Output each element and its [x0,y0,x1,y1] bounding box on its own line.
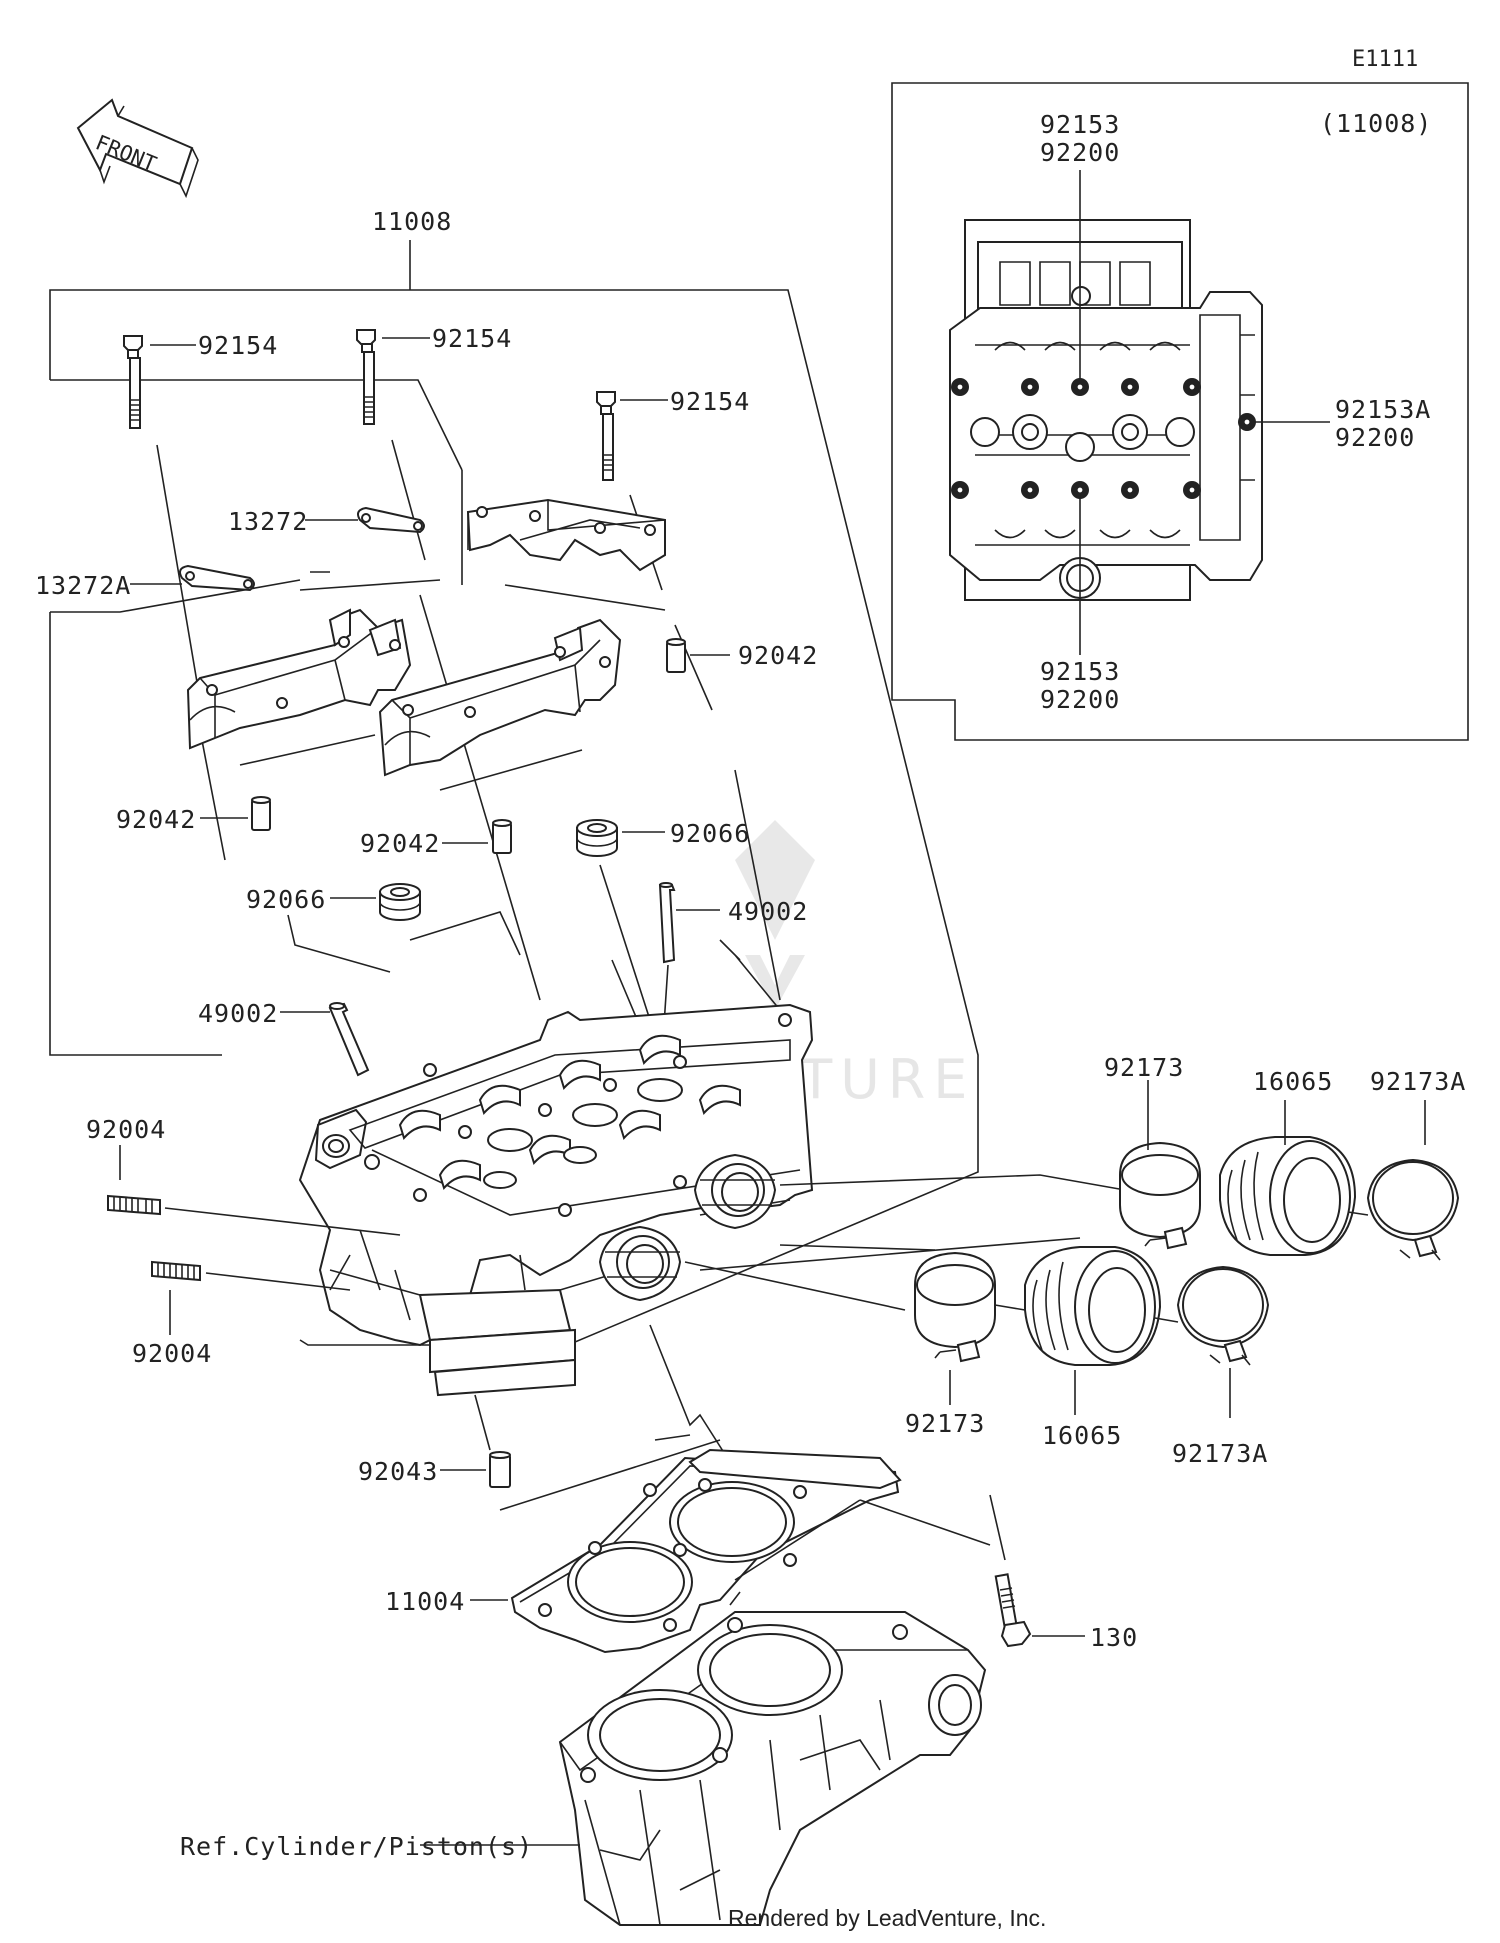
clamp-92173a-top: 92173A [1366,1067,1466,1261]
boot-16065-top: 16065 [1219,1067,1357,1256]
clamp-92173-top: 92173 [1104,1053,1201,1250]
plate-13272a: 13272A [35,564,255,600]
leader-intake-top-boot [699,1237,1081,1271]
intake-port-front [598,1225,682,1302]
callout-92173a-bot: 92173A [1172,1439,1268,1468]
cylinder-head-top-view [949,219,1263,601]
dowel-92042-b: 92042 [360,819,512,858]
callout-92200-top: 92200 [1040,138,1120,167]
leader-bolt-b [391,439,541,1001]
callout-92154-b: 92154 [432,324,512,353]
head-bolt-92154-a: 92154 [123,331,278,429]
footer-credit: Rendered by LeadVenture, Inc. [728,1905,1046,1931]
stud-92004-a: 92004 [86,1115,401,1236]
cam-cap-right [466,498,666,572]
callout-92153-bot: 92153 [1040,657,1120,686]
front-arrow-icon: FRONT [76,98,199,199]
callout-49002-b: 49002 [728,897,808,926]
callout-92153-top: 92153 [1040,110,1120,139]
head-gasket-11004: 11004 [385,1448,902,1654]
valve-guide-49002-a: 49002 [198,999,370,1077]
boot-16065-bot: 16065 [1024,1246,1162,1450]
callout-16065-top: 16065 [1253,1067,1333,1096]
callout-92173a-top: 92173A [1370,1067,1466,1096]
callout-130: 130 [1090,1623,1138,1652]
callout-92153a: 92153A [1335,395,1431,424]
inset-assembly-ref: (11008) [1320,109,1432,138]
leader-cam-cap-left [239,734,376,766]
callout-92042-c: 92042 [738,641,818,670]
leader-seal-b [599,864,781,1063]
diagram-code: E1111 [1352,47,1418,72]
callout-16065-bot: 16065 [1042,1421,1122,1450]
inset-panel: (11008) [891,82,1469,741]
callout-92004-a: 92004 [86,1115,166,1144]
leader-seal-a [287,911,521,973]
dowel-92042-c: 92042 [666,638,818,673]
seal-92066-b: 92066 [576,819,750,857]
callout-92042-a: 92042 [116,805,196,834]
valve-guide-49002-b: 49002 [658,882,808,964]
head-bolt-92154-c: 92154 [596,387,750,481]
leader-cam-cap-right [504,584,666,611]
callout-13272a: 13272A [35,571,131,600]
callout-13272: 13272 [228,507,308,536]
leader-bolt-a [156,444,226,861]
callout-92200-mid: 92200 [1335,423,1415,452]
callout-92200-bot: 92200 [1040,685,1120,714]
assembly-bracket-11008: 11008 [49,207,979,1346]
callout-49002-a: 49002 [198,999,278,1028]
callout-92173-bot: 92173 [905,1409,985,1438]
cylinder-block-reference: Ref.Cylinder/Piston(s) [180,1499,991,1926]
callout-11008: 11008 [372,207,452,236]
callout-11004: 11004 [385,1587,465,1616]
callout-ref-cylinder: Ref.Cylinder/Piston(s) [180,1832,533,1861]
cylinder-head-11008 [298,1003,814,1397]
seal-92066-a: 92066 [246,883,421,921]
callout-92004-b: 92004 [132,1339,212,1368]
plate-13272: 13272 [228,506,425,536]
leader-clamp-bot [994,1304,1026,1311]
leader-intake-rear [779,1174,1126,1251]
clamp-92173-bot: 92173 [905,1251,996,1438]
leader-cam-cap-center [439,749,583,791]
cam-cap-left [186,608,412,750]
callout-92043: 92043 [358,1457,438,1486]
head-bolt-92154-b: 92154 [356,324,512,425]
dowel-92042-a: 92042 [116,796,271,834]
leader-intake-front [684,1261,906,1311]
intake-port-rear [693,1153,777,1230]
callout-92154-a: 92154 [198,331,278,360]
clamp-92173a-bot: 92173A [1172,1265,1270,1468]
callout-92066-a: 92066 [246,885,326,914]
leader-boot-top [1347,1211,1369,1216]
bolt-130: 130 [989,1494,1138,1652]
dowel-92043: 92043 [358,1394,511,1488]
cam-cap-center [378,618,622,777]
stud-92004-b: 92004 [132,1254,351,1368]
callout-92066-b: 92066 [670,819,750,848]
leader-boot-bot [1154,1317,1179,1323]
leader-gasket [499,1324,736,1511]
callout-92173-top: 92173 [1104,1053,1184,1082]
callout-92154-c: 92154 [670,387,750,416]
callout-92042-b: 92042 [360,829,440,858]
